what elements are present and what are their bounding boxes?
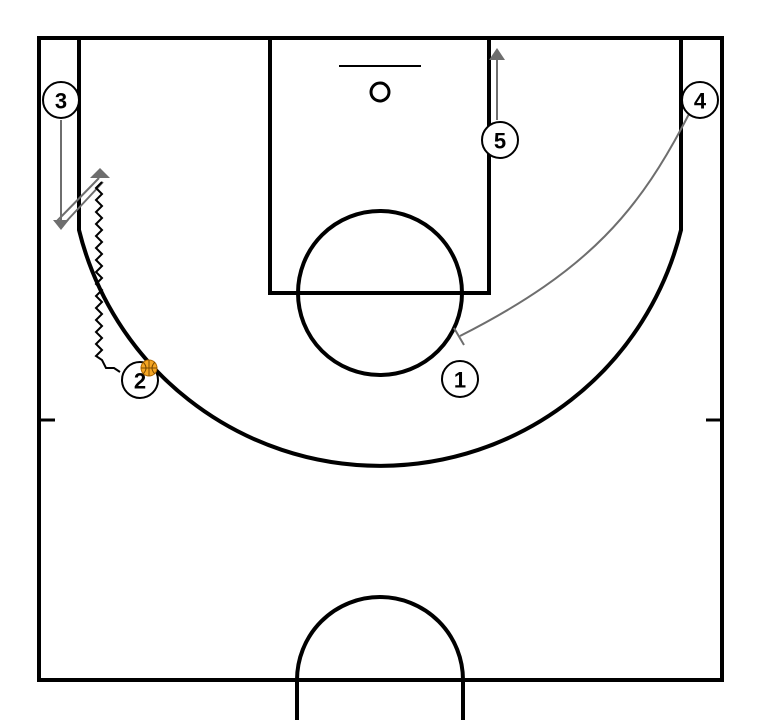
three-point-line (77, 38, 683, 468)
player-3-circle (42, 81, 80, 119)
player-3-marker[interactable]: 3 (42, 81, 80, 119)
player-3-label: 3 (55, 89, 67, 114)
player-1-circle (441, 360, 479, 398)
player-2-label: 2 (134, 369, 146, 394)
player-4-circle (681, 81, 719, 119)
player-5-label: 5 (494, 129, 506, 154)
player-2-marker[interactable]: 2 (121, 359, 159, 399)
player-4-cut-path (459, 111, 691, 337)
player-5-arrow-icon (489, 48, 505, 60)
center-circle (295, 595, 465, 720)
paint-lane (268, 36, 491, 295)
player-5-marker[interactable]: 5 (481, 121, 519, 159)
players: 3 4 5 1 2 (42, 81, 719, 399)
screen-bar (453, 327, 465, 346)
court-boundary (37, 36, 724, 682)
player-2-dribble-path (94, 181, 121, 373)
handoff-line-a (55, 177, 100, 223)
movement-paths (53, 48, 691, 373)
player-4-marker[interactable]: 4 (681, 81, 719, 119)
player-1-label: 1 (454, 368, 466, 393)
player-4-label: 4 (694, 89, 707, 114)
player-5-circle (481, 121, 519, 159)
rim (369, 81, 391, 103)
basketball-icon (140, 359, 158, 377)
free-throw-circle (296, 209, 464, 377)
handoff-arrow-icon (90, 168, 110, 178)
player-1-marker[interactable]: 1 (441, 360, 479, 398)
half-court (37, 36, 724, 720)
